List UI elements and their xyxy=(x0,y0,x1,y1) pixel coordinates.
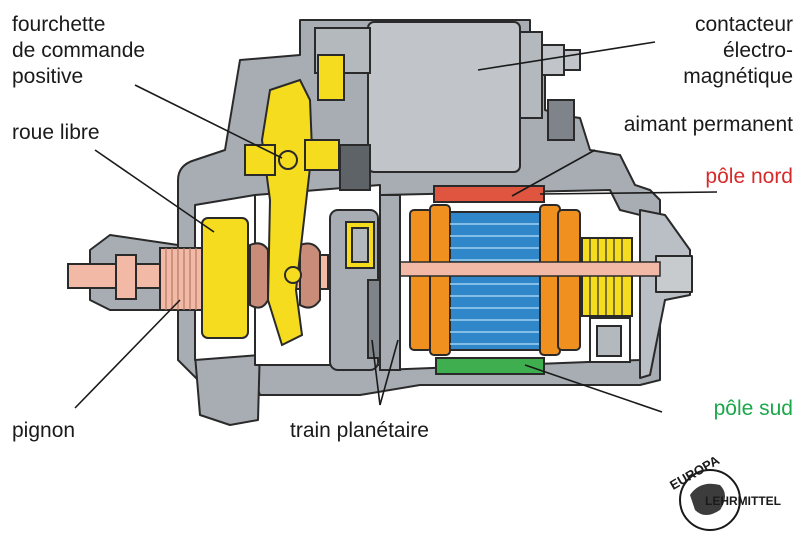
label-contacteur-line1: contacteur xyxy=(694,13,793,36)
label-pignon: pignon xyxy=(12,419,76,442)
label-contacteur-line2: électro- xyxy=(722,39,793,62)
shaft xyxy=(379,261,661,277)
label-fourchette-line3: positive xyxy=(12,65,84,88)
logo-lehrmittel-text: LEHRMITTEL xyxy=(705,494,781,508)
planetary-gear xyxy=(329,194,401,371)
armature xyxy=(409,204,633,363)
leader-lines xyxy=(74,41,718,413)
freewheel xyxy=(201,217,249,339)
label-pole-nord: pôle nord xyxy=(705,165,793,188)
europa-lehrmittel-logo: EUROPA LEHRMITTEL xyxy=(667,455,781,531)
label-train-planetaire: train planétaire xyxy=(290,419,429,442)
label-aimant-permanent: aimant permanent xyxy=(623,113,793,136)
label-pole-sud: pôle sud xyxy=(713,397,793,420)
label-roue-libre: roue libre xyxy=(12,121,100,144)
label-fourchette-line1: fourchette xyxy=(12,13,106,36)
label-contacteur: contacteur électro- magnétique xyxy=(683,12,793,90)
shift-fork xyxy=(244,54,345,347)
label-fourchette-line2: de commande xyxy=(12,39,146,62)
label-fourchette: fourchette de commande positive xyxy=(12,12,145,90)
label-contacteur-line3: magnétique xyxy=(683,65,793,88)
magnet-south xyxy=(435,357,545,375)
magnet-north xyxy=(433,185,545,203)
solenoid-switch xyxy=(314,21,581,191)
